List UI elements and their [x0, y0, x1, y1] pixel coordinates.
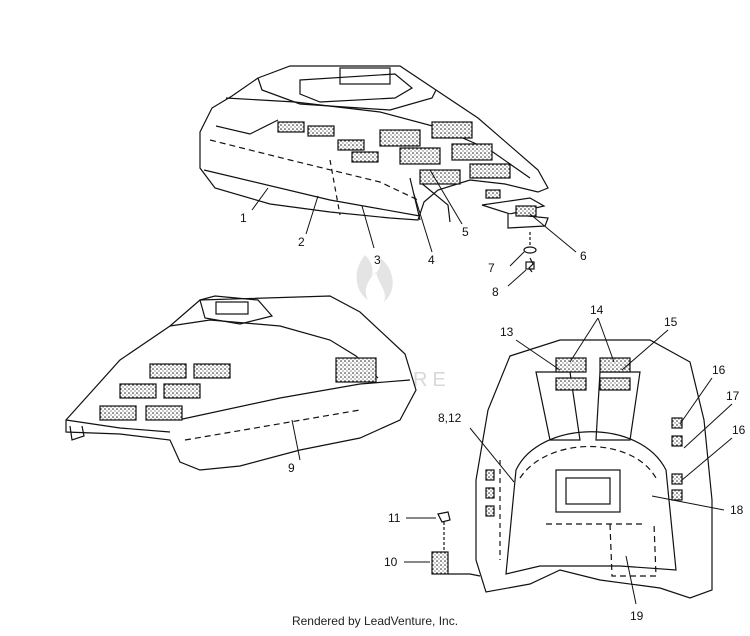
callout-8: 8	[492, 285, 499, 299]
callout-8-12: 8,12	[438, 411, 462, 425]
callout-17: 17	[726, 389, 740, 403]
callout-7: 7	[488, 261, 495, 275]
callout-1: 1	[240, 211, 247, 225]
callout-10: 10	[384, 555, 398, 569]
leader-lines	[251, 169, 733, 605]
callout-4: 4	[428, 253, 435, 267]
callout-9: 9	[288, 461, 295, 475]
callout-6: 6	[580, 249, 587, 263]
callout-2: 2	[298, 235, 305, 249]
callout-16-upper: 16	[712, 363, 726, 377]
callout-19: 19	[630, 609, 644, 623]
callout-15: 15	[664, 315, 678, 329]
callout-numbers: 1 2 3 4 5 6 7 8 9 11 10 8,12 13 14 15 16…	[240, 211, 746, 623]
footer-credit: Rendered by LeadVenture, Inc.	[291, 614, 459, 628]
callout-18: 18	[730, 503, 744, 517]
callout-5: 5	[462, 225, 469, 239]
callout-3: 3	[374, 253, 381, 267]
lower-left-hood-assembly	[65, 295, 417, 471]
callout-14: 14	[590, 303, 604, 317]
callout-11: 11	[388, 511, 401, 525]
callout-16-lower: 16	[732, 423, 746, 437]
lower-right-hood-assembly	[431, 339, 713, 599]
callout-13: 13	[500, 325, 514, 339]
upper-hood-assembly	[199, 65, 549, 273]
